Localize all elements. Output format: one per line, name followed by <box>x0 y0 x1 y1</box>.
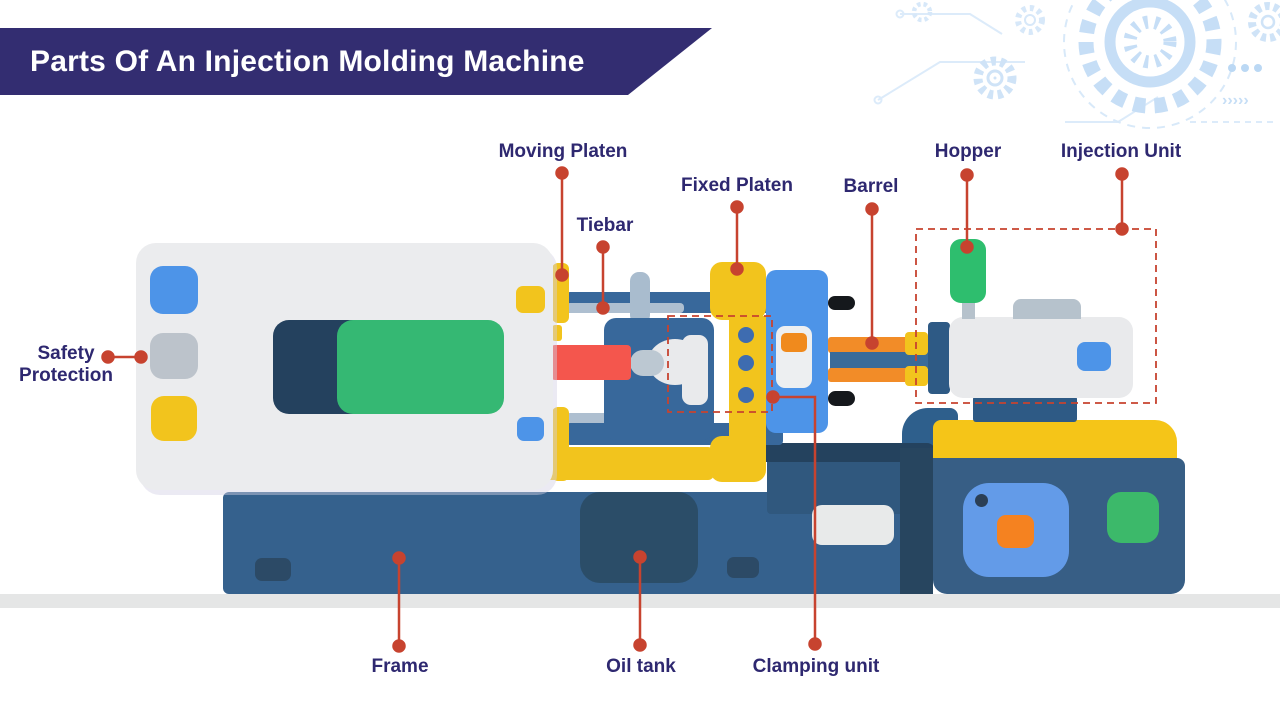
barrel-screw <box>830 352 930 369</box>
panel-gray-square <box>150 333 198 379</box>
gear-icon <box>1063 0 1237 129</box>
label-hopper: Hopper <box>934 141 1002 162</box>
chevrons-icon: ››››› <box>1222 92 1249 109</box>
hydraulic-cylinder <box>551 345 631 380</box>
platen-bolt <box>738 327 754 343</box>
barrel <box>828 337 930 353</box>
label-fixed-platen: Fixed Platen <box>681 175 793 196</box>
orange-button <box>997 515 1034 548</box>
hopper <box>950 239 986 303</box>
title-banner: Parts Of An Injection Molding Machine <box>0 28 712 95</box>
injection-base-column <box>900 448 933 594</box>
frame-plate <box>812 505 894 545</box>
panel-small-yellow <box>516 286 545 313</box>
tiebar-top-rod <box>566 303 684 313</box>
toggle-pin <box>630 350 664 376</box>
label-tiebar: Tiebar <box>576 215 634 236</box>
barrel-coupling <box>905 366 928 386</box>
moving-platen <box>552 325 562 341</box>
gear-icon <box>911 1 933 23</box>
page-title: Parts Of An Injection Molding Machine <box>30 44 585 78</box>
label-safety-protection: Safety Protection <box>19 343 113 386</box>
floor <box>0 594 1280 608</box>
label-barrel: Barrel <box>843 176 899 197</box>
frame-foot <box>727 557 759 578</box>
oil-tank <box>580 492 698 583</box>
barrel-coupling <box>905 332 928 355</box>
dots-icon <box>1228 64 1262 72</box>
injection-unit-cap <box>1013 299 1081 319</box>
moving-platen <box>552 263 569 323</box>
platen-bolt <box>738 387 754 403</box>
clamp-white-bar <box>682 335 708 405</box>
panel-small-blue <box>517 417 544 441</box>
hopper-stem <box>962 301 975 319</box>
platen-bolt <box>738 355 754 371</box>
panel-blue-square <box>150 266 198 314</box>
green-button <box>1107 492 1159 543</box>
gear-icon <box>1248 2 1280 42</box>
panel-dot <box>975 494 988 507</box>
gear-icon <box>973 56 1017 100</box>
carriage-pin <box>828 296 855 310</box>
carriage-window-orange <box>781 333 807 352</box>
label-oil-tank: Oil tank <box>606 656 676 677</box>
label-clamping-unit: Clamping unit <box>752 656 880 677</box>
gear-icon <box>1015 5 1045 35</box>
carriage-pin <box>828 391 855 406</box>
injection-base-yellow-band <box>933 420 1177 460</box>
mold-moving-half <box>337 320 504 414</box>
injection-unit-window <box>1077 342 1111 371</box>
fixed-platen <box>710 436 766 482</box>
fixed-platen <box>710 262 766 320</box>
frame-foot <box>255 558 291 581</box>
barrel <box>828 368 928 382</box>
panel-yellow-square <box>151 396 197 441</box>
label-moving-platen: Moving Platen <box>498 141 628 162</box>
label-injection-unit: Injection Unit <box>1060 141 1182 162</box>
barrel-adapter <box>928 322 950 394</box>
injection-pedestal <box>973 396 1077 422</box>
moving-platen <box>552 407 569 481</box>
tiebar-crosshead <box>630 272 650 324</box>
label-frame: Frame <box>371 656 429 677</box>
decorative-gears: ››››› <box>873 0 1280 129</box>
